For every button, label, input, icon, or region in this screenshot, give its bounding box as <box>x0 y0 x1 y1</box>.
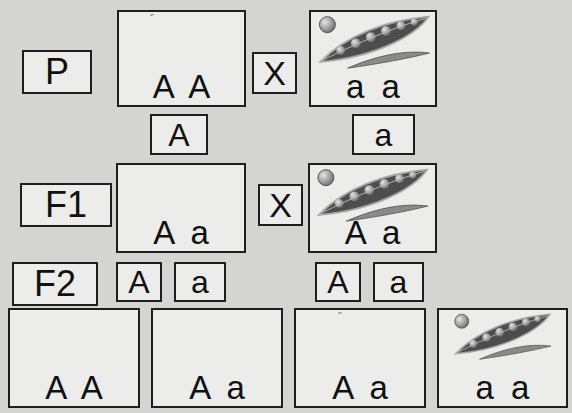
pea-pod-picture <box>313 14 434 69</box>
gamete-allele: a <box>390 266 408 298</box>
genotype-text: a a <box>346 70 400 103</box>
pea-pod-picture <box>298 312 382 314</box>
pea-pod-shape <box>318 170 428 221</box>
genotype-text: A a <box>332 371 388 404</box>
genotype-text: A a <box>153 216 209 249</box>
pea-pod-box: A A <box>117 10 246 107</box>
gamete-allele: a <box>191 266 209 298</box>
generation-label: F2 <box>34 266 76 302</box>
gamete-box: A <box>315 262 361 302</box>
generation-box: F2 <box>12 262 98 306</box>
cross-symbol-box: X <box>258 184 303 226</box>
gamete-allele: A <box>168 119 189 151</box>
gamete-allele: A <box>128 266 149 298</box>
cross-symbol-box: X <box>252 52 297 94</box>
gamete-box: A <box>116 262 162 302</box>
genotype-text: A a <box>189 371 245 404</box>
gamete-box: a <box>373 262 424 302</box>
pea-pod-box: A a <box>308 163 437 253</box>
pea-pod-box: A a <box>151 308 283 408</box>
pea-pod-shape <box>455 314 551 359</box>
pea-pod-box: a a <box>309 10 437 107</box>
pea-pod-picture <box>441 312 563 360</box>
genotype-text: A A <box>153 70 211 103</box>
pea-pod-picture <box>312 167 432 222</box>
generation-box: P <box>22 50 92 94</box>
pea-pod-shape <box>150 14 154 16</box>
pea-pod-box: A a <box>116 163 246 253</box>
pea-pod-box: A A <box>8 308 140 408</box>
gamete-box: a <box>352 114 415 155</box>
generation-label: P <box>45 54 69 90</box>
cross-symbol: X <box>269 188 292 222</box>
pea-pod-box: A a <box>294 308 426 408</box>
pea-pod-box: a a <box>437 308 568 408</box>
genotype-text: A A <box>45 371 103 404</box>
cross-symbol: X <box>263 56 286 90</box>
pea-pod-shape <box>338 312 342 314</box>
genotype-text: A a <box>345 216 401 249</box>
gamete-allele: A <box>327 266 348 298</box>
pea-pod-picture <box>121 14 183 16</box>
pea-pod-shape <box>319 17 429 68</box>
genotype-text: a a <box>476 371 530 404</box>
gamete-allele: a <box>375 119 393 151</box>
gamete-box: A <box>150 114 208 155</box>
generation-label: F1 <box>45 187 87 223</box>
gamete-box: a <box>174 262 226 302</box>
generation-box: F1 <box>20 183 112 227</box>
